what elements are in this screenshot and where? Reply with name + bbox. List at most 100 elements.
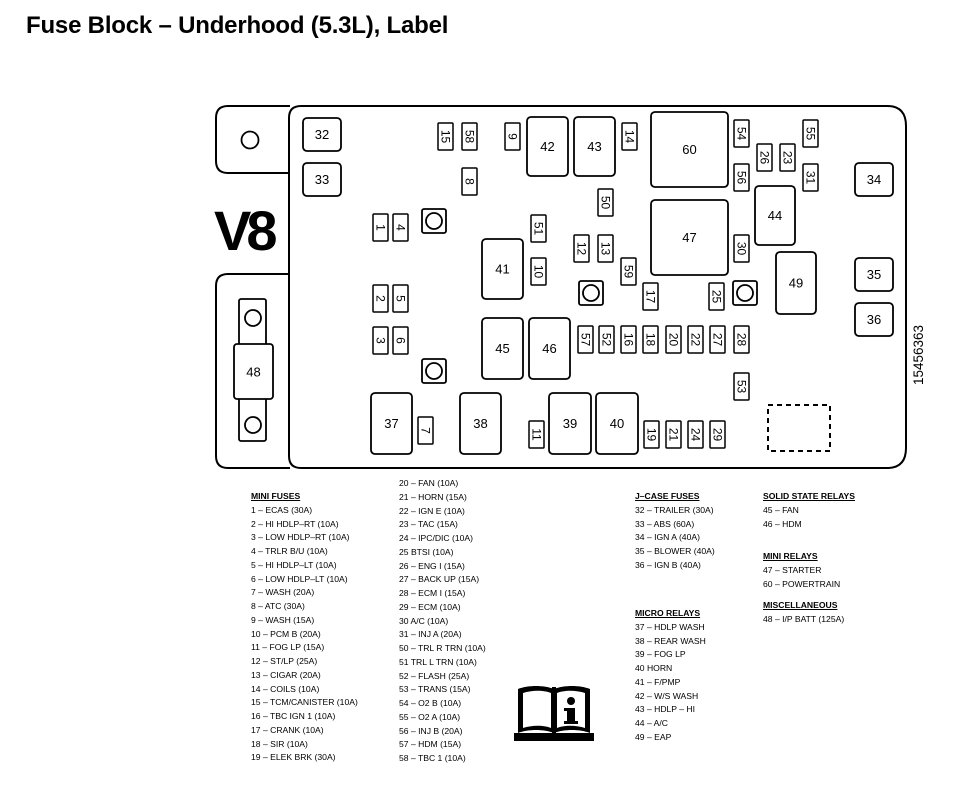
legend-item: 3 – LOW HDLP–RT (10A): [251, 532, 350, 543]
legend-item: 47 – STARTER: [763, 564, 822, 575]
fuse-29: 29: [709, 420, 726, 449]
legend-item: 17 – CRANK (10A): [251, 724, 324, 735]
legend-item: 60 – POWERTRAIN: [763, 578, 841, 589]
component-number: 21: [667, 428, 681, 442]
legend-mini-relays: MINI RELAYS 47 – STARTER 60 – POWERTRAIN: [763, 550, 840, 591]
component-number: 60: [682, 142, 696, 157]
fuse-6: 6: [392, 326, 409, 355]
fuse-1: 1: [372, 213, 389, 242]
fuse-8: 8: [461, 167, 478, 196]
legend-item: 23 – TAC (15A): [399, 519, 458, 530]
component-number: 19: [645, 428, 659, 442]
component-number: 18: [644, 333, 658, 347]
component-number: 54: [735, 127, 749, 141]
relay-42: 42: [526, 116, 569, 177]
component-number: 6: [394, 337, 408, 344]
legend-jcase-fuses: J–CASE FUSES 32 – TRAILER (30A) 33 – ABS…: [635, 490, 715, 573]
component-number: 27: [711, 333, 725, 347]
legend-item: 52 – FLASH (25A): [399, 670, 470, 681]
component-number: 51: [532, 222, 546, 236]
component-number: 36: [867, 312, 881, 327]
fuse-7: 7: [417, 416, 434, 445]
legend-item: 43 – HDLP – HI: [635, 704, 696, 715]
fuse-36: 36: [854, 302, 894, 337]
component-number: 15: [439, 130, 453, 144]
fuse-17: 17: [642, 282, 659, 311]
legend-item: 33 – ABS (60A): [635, 518, 695, 529]
relay-44: 44: [754, 185, 796, 246]
legend-heading: J–CASE FUSES: [635, 491, 700, 501]
relay-60: 60: [650, 111, 729, 188]
relay-43: 43: [573, 116, 616, 177]
component-number: 2: [374, 295, 388, 302]
fuse-32: 32: [302, 117, 342, 152]
component-number: 49: [789, 276, 803, 291]
fuse-21: 21: [665, 420, 682, 449]
fuse-35: 35: [854, 257, 894, 292]
component-number: 45: [495, 341, 509, 356]
legend-item: 9 – WASH (15A): [251, 614, 315, 625]
component-number: 43: [587, 139, 601, 154]
legend-item: 32 – TRAILER (30A): [635, 504, 714, 515]
legend-mini-fuses: MINI FUSES 1 – ECAS (30A) 2 – HI HDLP–RT…: [251, 490, 358, 765]
legend-item: 38 – REAR WASH: [635, 635, 706, 646]
legend-item: 4 – TRLR B/U (10A): [251, 546, 328, 556]
legend-item: 6 – LOW HDLP–LT (10A): [251, 573, 348, 584]
relay-38: 38: [459, 392, 502, 455]
component-number: 25: [710, 290, 724, 304]
component-number: 26: [758, 151, 772, 165]
legend-item: 24 – IPC/DIC (10A): [399, 533, 474, 543]
legend-mini-fuses-continued: 20 – FAN (10A) 21 – HORN (15A) 22 – IGN …: [399, 477, 486, 766]
legend-item: 42 – W/S WASH: [635, 690, 699, 701]
relay-46: 46: [528, 317, 571, 380]
legend-item: 25 BTSI (10A): [399, 546, 454, 557]
component-number: 56: [735, 171, 749, 185]
component-number: 47: [682, 230, 696, 245]
component-number: 23: [781, 151, 795, 165]
component-number: 30: [735, 242, 749, 256]
legend-solid-state-relays: SOLID STATE RELAYS 45 – FAN 46 – HDM: [763, 490, 855, 531]
component-number: 3: [374, 337, 388, 344]
component-number: 53: [735, 380, 749, 394]
legend-item: 10 – PCM B (20A): [251, 628, 321, 639]
component-number: 34: [867, 172, 881, 187]
legend-item: 28 – ECM I (15A): [399, 588, 466, 598]
fuse-23: 23: [779, 143, 796, 172]
legend-item: 26 – ENG I (15A): [399, 560, 465, 571]
legend-item: 40 HORN: [635, 663, 673, 673]
relay-40: 40: [595, 392, 639, 455]
fuse-16: 16: [620, 325, 637, 354]
component-number: 28: [735, 333, 749, 347]
fuse-34: 34: [854, 162, 894, 197]
fuse-19: 19: [643, 420, 660, 449]
legend-item: 12 – ST/LP (25A): [251, 656, 318, 666]
legend-item: 44 – A/C: [635, 718, 668, 728]
legend-item: 13 – CIGAR (20A): [251, 669, 321, 680]
fuse-27: 27: [709, 325, 726, 354]
fuse-52: 52: [598, 325, 615, 354]
fuse-9: 9: [504, 122, 521, 151]
fuse-26: 26: [756, 143, 773, 172]
legend-item: 50 – TRL R TRN (10A): [399, 643, 486, 653]
fuse-30: 30: [733, 234, 750, 263]
legend-item: 48 – I/P BATT (125A): [763, 613, 845, 624]
component-number: 33: [315, 172, 329, 187]
legend-item: 2 – HI HDLP–RT (10A): [251, 518, 339, 529]
component-number: 11: [530, 428, 544, 441]
legend-item: 37 – HDLP WASH: [635, 621, 705, 632]
legend-item: 39 – FOG LP: [635, 649, 686, 660]
engine-label: V8: [214, 199, 276, 262]
legend-item: 30 A/C (10A): [399, 615, 449, 626]
component-number: 4: [394, 224, 408, 231]
component-number: 48: [246, 365, 260, 380]
component-number: 38: [473, 416, 487, 431]
legend-item: 11 – FOG LP (15A): [251, 642, 325, 653]
fuse-22: 22: [687, 325, 704, 354]
legend-item: 5 – HI HDLP–LT (10A): [251, 559, 337, 570]
legend-item: 55 – O2 A (10A): [399, 711, 461, 722]
part-number: 15456363: [911, 325, 926, 385]
component-number: 14: [623, 130, 637, 144]
fuse-31: 31: [802, 163, 819, 192]
fuse-51: 51: [530, 214, 547, 243]
